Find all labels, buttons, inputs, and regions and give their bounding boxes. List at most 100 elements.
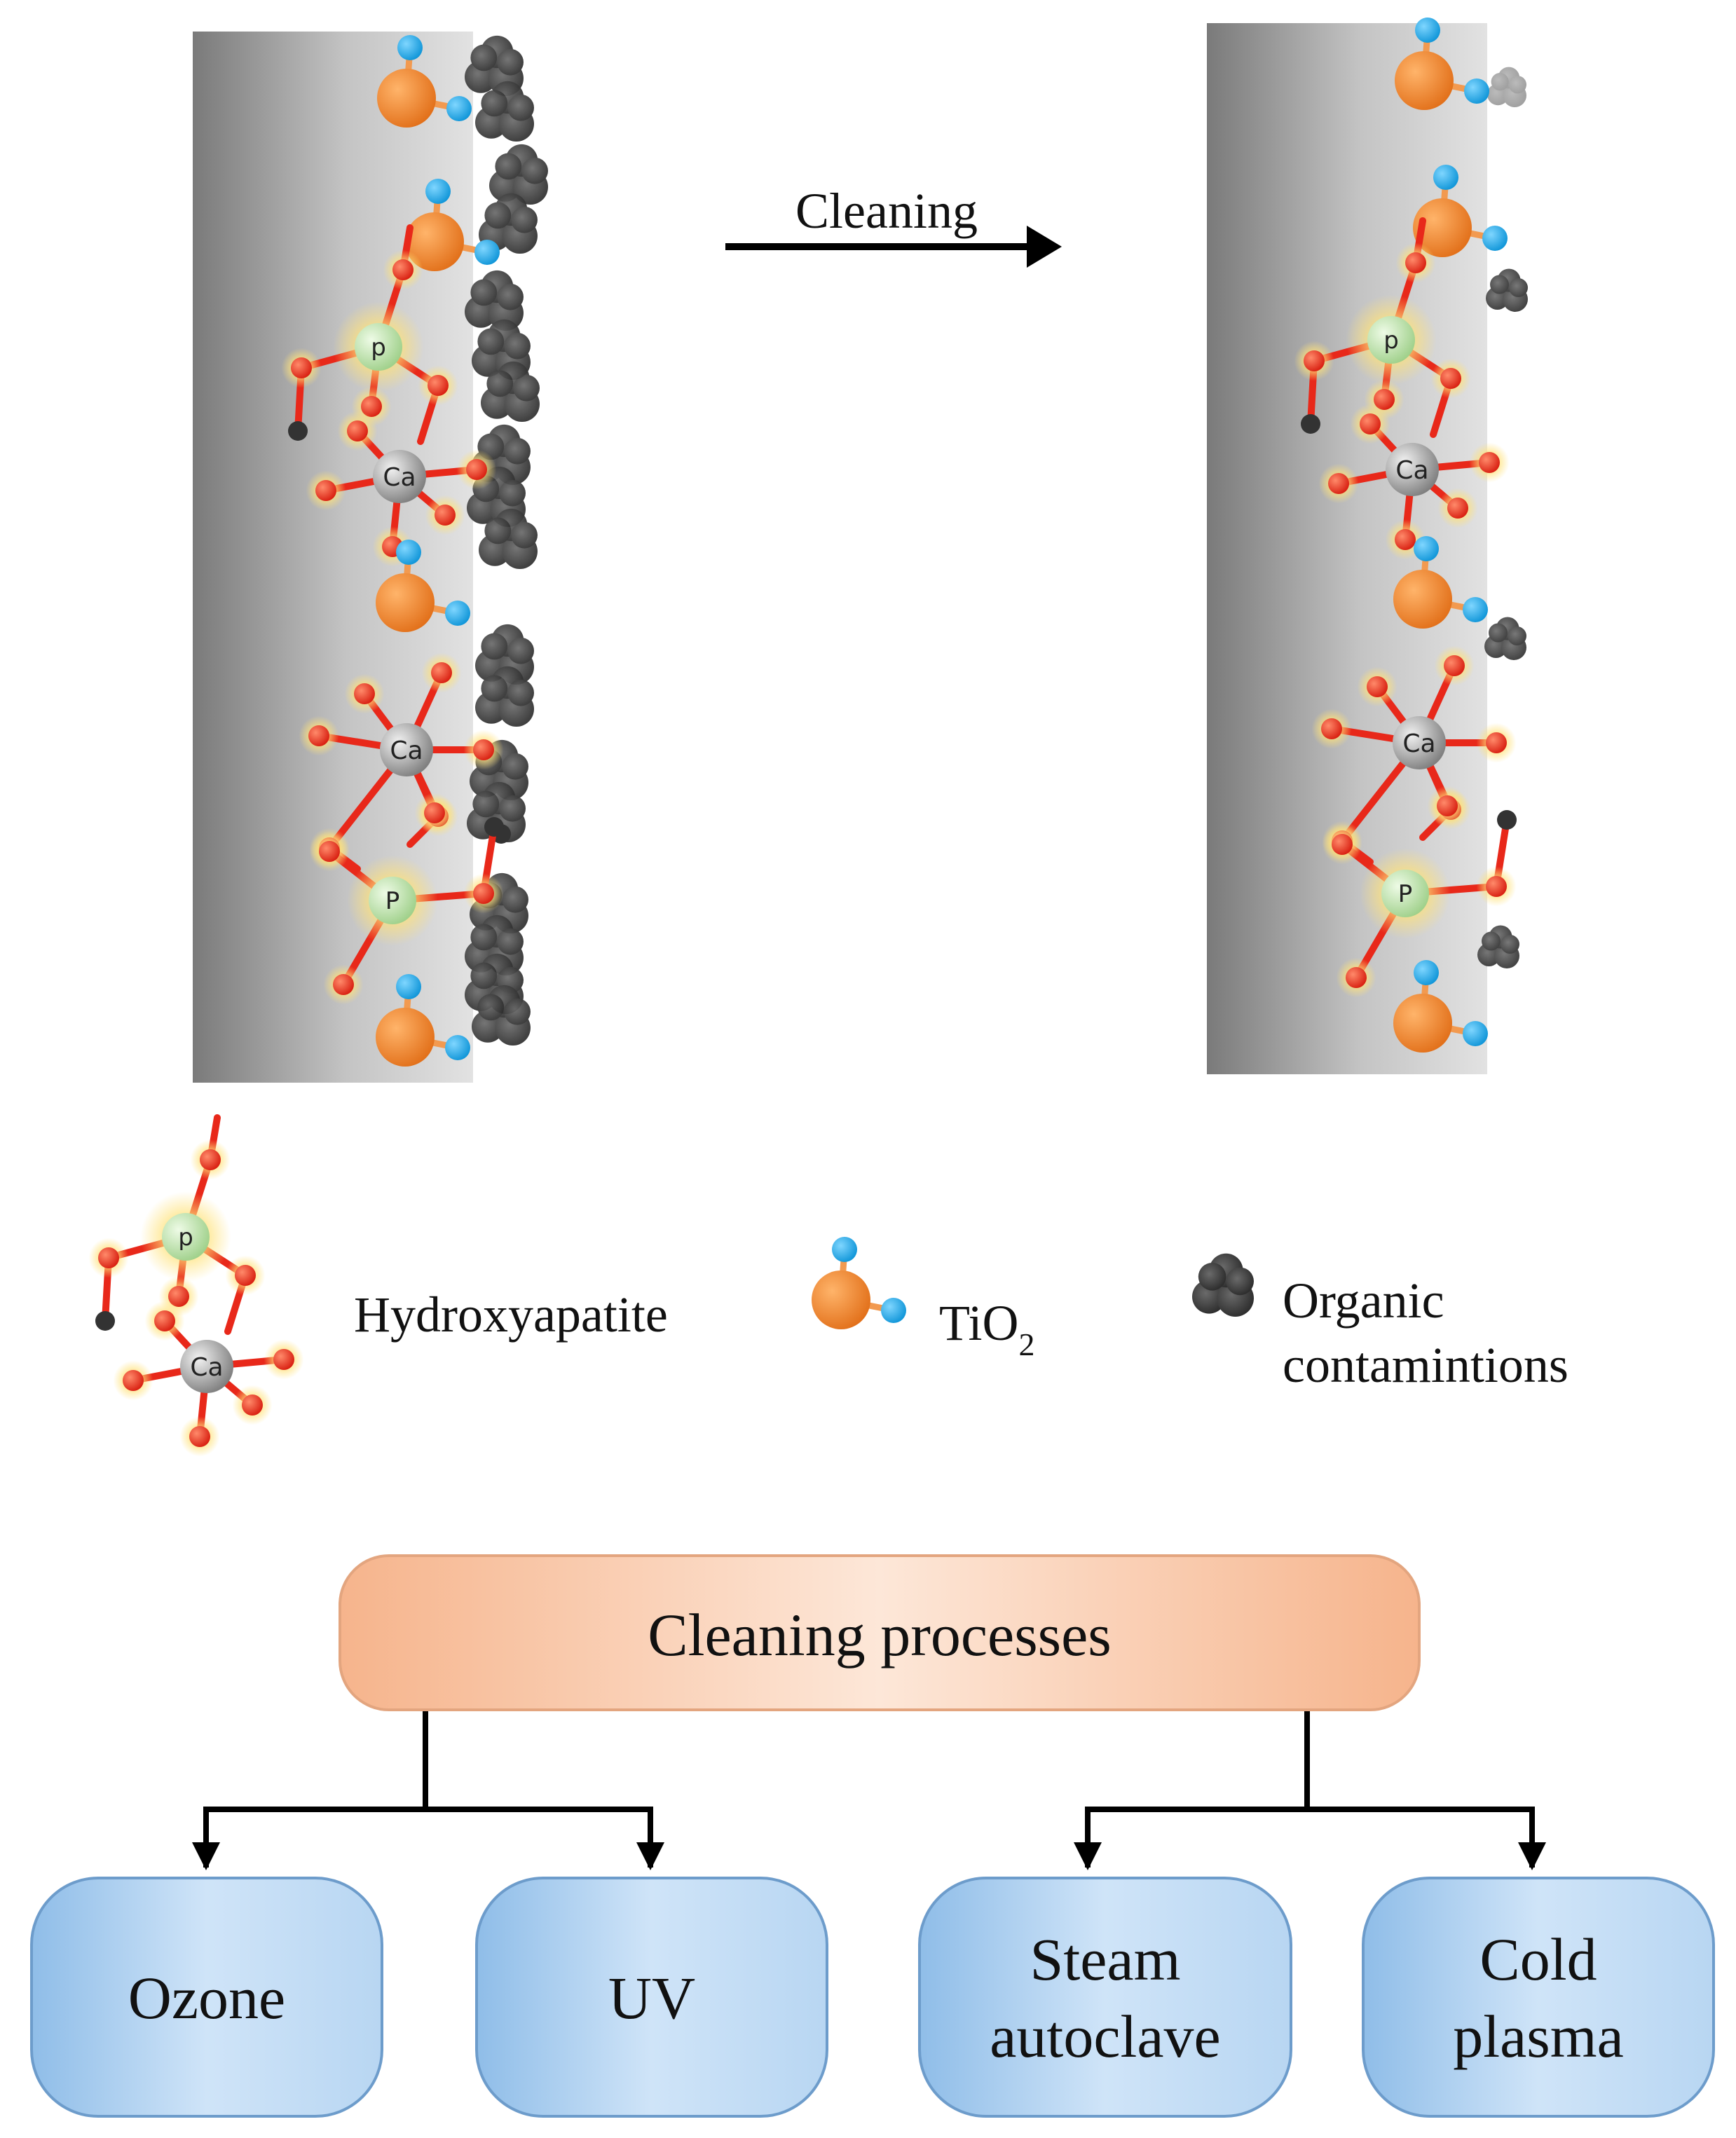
tio2-atom	[1393, 994, 1452, 1053]
hydrogen-atom	[881, 1298, 906, 1323]
hydrogen-atom	[474, 240, 500, 265]
organic-contaminant	[1477, 925, 1519, 968]
oxygen-atom	[1447, 498, 1468, 519]
oxygen-atom	[1328, 473, 1349, 494]
legend: pCa Hydroxyapatite TiO2 Organic contamin…	[88, 1114, 1568, 1457]
oxygen-atom	[1486, 876, 1507, 897]
atom-label: p	[1383, 327, 1399, 355]
hydrogen-atom	[446, 96, 472, 121]
atom-label: P	[385, 887, 400, 915]
organic-contaminant	[472, 985, 531, 1046]
hydrogen-atom	[1464, 78, 1489, 104]
oxygen-atom	[291, 357, 312, 378]
tio2-atom	[1393, 570, 1452, 629]
atom-label: Ca	[383, 463, 416, 492]
oxygen-atom	[435, 505, 456, 526]
oxygen-atom	[466, 459, 487, 480]
legend-hydroxyapatite-label: Hydroxyapatite	[354, 1287, 668, 1343]
oxygen-atom	[392, 259, 414, 280]
oxygen-atom	[1367, 676, 1388, 697]
oxygen-atom	[98, 1247, 119, 1268]
oxygen-atom	[1332, 834, 1353, 855]
oxygen-atom	[308, 725, 329, 746]
oxygen-atom	[428, 375, 449, 396]
oxygen-atom	[424, 802, 445, 823]
root-box-label: Cleaning processes	[648, 1601, 1112, 1668]
leaf-box-uv: UV	[475, 1877, 828, 2118]
oxygen-atom	[1479, 452, 1500, 473]
oxygen-atom	[1346, 967, 1367, 988]
leaf-uv-label: UV	[608, 1964, 695, 2031]
atom-label: P	[1398, 880, 1413, 908]
oxygen-atom	[354, 683, 375, 704]
leaf-cold-line1: Cold	[1479, 1926, 1597, 1993]
oxygen-atom	[189, 1426, 210, 1447]
oxygen-atom	[154, 1310, 175, 1331]
oxygen-atom	[319, 841, 340, 862]
oxygen-atom	[1405, 252, 1426, 273]
calcium-atom	[380, 723, 433, 776]
hydrogen-atom	[1463, 1021, 1488, 1046]
oxygen-atom	[1395, 529, 1416, 550]
oxygen-atom	[1440, 368, 1461, 389]
atom-label: Ca	[1402, 729, 1435, 758]
root-box-cleaning-processes: Cleaning processes	[339, 1554, 1421, 1711]
hydrogen-atom	[1414, 960, 1439, 985]
tio2-atom	[812, 1270, 870, 1329]
legend-organic-contaminant-icon	[1192, 1253, 1254, 1317]
atom-label: Ca	[190, 1353, 223, 1382]
oxygen-atom	[1486, 732, 1507, 753]
legend-tio2-subscript: 2	[1018, 1327, 1034, 1362]
tio2-atom	[1395, 51, 1454, 110]
oxygen-atom	[123, 1370, 144, 1391]
organic-contaminant	[475, 624, 534, 685]
organic-contaminant	[1487, 67, 1526, 107]
calcium-atom	[180, 1340, 233, 1393]
oxygen-atom	[242, 1395, 263, 1416]
flowchart-connectors	[192, 1710, 1546, 1870]
leaf-box-ozone: Ozone	[30, 1877, 383, 2118]
phosphorus-atom	[1367, 316, 1415, 364]
calcium-atom	[373, 450, 426, 503]
legend-organic-line2: contamintions	[1283, 1337, 1568, 1393]
tio2-atom	[1413, 198, 1472, 257]
hydrogen-atom	[1415, 18, 1440, 43]
atom-label: Ca	[390, 736, 423, 765]
oxygen-atom	[473, 883, 494, 904]
organic-contaminant	[465, 270, 524, 331]
cleaning-arrow-label: Cleaning	[795, 183, 978, 239]
oxygen-atom	[1304, 350, 1325, 371]
oxygen-atom	[235, 1265, 256, 1286]
organic-contaminant	[465, 35, 524, 96]
contaminant-residue-after	[1477, 67, 1528, 968]
hydrogen-atom	[1414, 536, 1439, 561]
organic-contaminant	[475, 666, 534, 727]
oxygen-atom	[473, 739, 494, 760]
leaf-box-cold-plasma: Cold plasma	[1362, 1877, 1715, 2118]
legend-hydroxyapatite-icon: pCa	[88, 1114, 304, 1457]
calcium-atom	[1393, 716, 1446, 769]
oxygen-atom	[431, 662, 452, 683]
legend-tio2-icon	[812, 1237, 906, 1329]
oxygen-atom	[1374, 389, 1395, 410]
hydrogen-atom	[1482, 226, 1508, 251]
organic-contaminant	[472, 424, 531, 485]
flowchart: Cleaning processes Ozone UV Steam autocl…	[30, 1554, 1715, 2118]
hydrogen-atom	[397, 35, 423, 60]
hydroxyl-h-atom	[1301, 414, 1320, 434]
legend-tio2-label: TiO2	[939, 1295, 1034, 1362]
hydrogen-atom	[396, 540, 421, 565]
organic-contaminant	[467, 781, 526, 843]
oxygen-atom	[333, 974, 354, 995]
hydrogen-atom	[445, 1035, 470, 1060]
hydroxyl-h-atom	[288, 421, 308, 441]
phosphorus-atom	[1381, 870, 1429, 917]
legend-tio2-main: TiO	[939, 1295, 1018, 1351]
calcium-atom	[1386, 443, 1439, 496]
hydroxyl-h-atom	[1497, 810, 1517, 830]
oxygen-atom	[315, 480, 336, 501]
